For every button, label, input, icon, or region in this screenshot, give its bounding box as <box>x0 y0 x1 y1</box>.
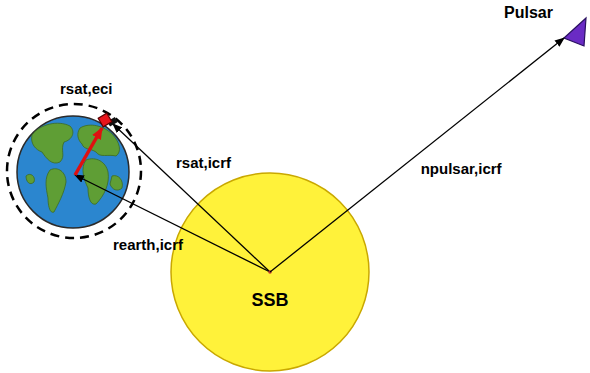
node-label: SSB <box>251 290 288 311</box>
earth-continents <box>26 123 122 212</box>
earth-position-arrow <box>75 175 270 272</box>
pulsar-direction-arrow <box>270 38 564 272</box>
vector-label: rearth,icrf <box>113 236 183 253</box>
satellite <box>98 113 118 127</box>
orbit-dashed <box>7 104 141 238</box>
edge-label: npulsar,icrf <box>421 160 502 177</box>
node-label: Pulsar <box>504 4 553 22</box>
satellite-eci-arrow <box>75 128 102 175</box>
vector-label: rsat,eci <box>60 80 113 97</box>
satellite-position-arrow <box>113 124 270 272</box>
earth-globe <box>17 116 129 228</box>
vector-label: rsat,icrf <box>176 154 231 171</box>
pulsar-node: Pulsar <box>504 2 588 48</box>
